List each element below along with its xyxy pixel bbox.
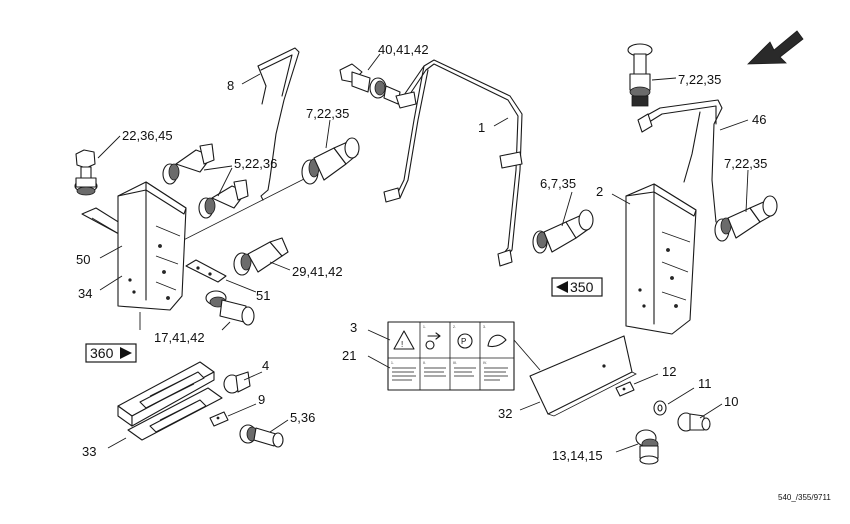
label-5-22-36: 5,22,36: [234, 156, 277, 171]
part-17-41-42-bolt: [205, 290, 255, 326]
label-10: 10: [724, 394, 738, 409]
part-29-41-42-bolt: [233, 237, 289, 276]
part-40-41-42-bolt: [339, 63, 401, 105]
label-40-41-42: 40,41,42: [378, 42, 429, 57]
decal-num-bottom-4: IV.: [483, 361, 487, 365]
part-4-knob: [223, 371, 251, 394]
label-4: 4: [262, 358, 269, 373]
label-50: 50: [76, 252, 90, 267]
part-11-washer: [653, 400, 667, 416]
label-6-7-35: 6,7,35: [540, 176, 576, 191]
label-21: 21: [342, 348, 356, 363]
label-13-14-15: 13,14,15: [552, 448, 603, 463]
label-7-22-35-right: 7,22,35: [724, 156, 767, 171]
decal-num-top-1: 1.: [423, 325, 426, 329]
label-33: 33: [82, 444, 96, 459]
part-2-right-bracket: [625, 183, 697, 335]
leader-lines: [97, 53, 749, 453]
part-13-14-15-fastener: [635, 429, 659, 465]
part-6-7-35-pin: [532, 209, 594, 254]
arrow-left-icon: [556, 281, 568, 293]
part-7-22-35-pin-right: [714, 195, 778, 242]
ref-350-text: 350: [570, 279, 594, 295]
label-2: 2: [596, 184, 603, 199]
warning-mark: !: [401, 340, 403, 349]
decal-num-top-3: 3.: [483, 325, 486, 329]
direction-arrow-icon: [747, 30, 804, 65]
label-12: 12: [662, 364, 676, 379]
decal-sheet: ! P 1. 2. 3. 1. II. III. IV.: [387, 321, 515, 391]
arrow-right-icon: [120, 347, 132, 359]
part-12-clip: [615, 381, 635, 397]
part-33-holder-frame: [117, 361, 223, 441]
part-5-22-36-bolts: [162, 143, 249, 219]
part-9-clip: [209, 411, 229, 427]
part-10-knob: [677, 412, 711, 432]
ref-box-350: 350: [551, 277, 603, 297]
part-22-36-45-bolt: [74, 149, 98, 196]
label-46: 46: [752, 112, 766, 127]
part-51-plate: [185, 259, 227, 283]
label-1: 1: [478, 120, 485, 135]
part-5-36-bolt: [239, 424, 284, 448]
label-3: 3: [350, 320, 357, 335]
part-8-wire-rod: [257, 47, 300, 201]
part-34-left-bracket: [117, 181, 187, 311]
label-11: 11: [698, 376, 712, 391]
label-51: 51: [256, 288, 270, 303]
label-5-36: 5,36: [290, 410, 315, 425]
label-29-41-42: 29,41,42: [292, 264, 343, 279]
label-34: 34: [78, 286, 92, 301]
part-7-22-35-pin-left: [301, 137, 360, 185]
leader-decal-to-panel: [513, 339, 541, 371]
label-7-22-35-top: 7,22,35: [678, 72, 721, 87]
part-1-frame-rod: [383, 59, 523, 267]
label-17-41-42: 17,41,42: [154, 330, 205, 345]
part-32-cover-panel: [529, 335, 637, 417]
decal-num-bottom-3: III.: [453, 361, 457, 365]
label-32: 32: [498, 406, 512, 421]
part-7-22-35-pin-top: [627, 43, 653, 107]
decal-num-bottom-1: 1.: [391, 361, 394, 365]
label-22-36-45: 22,36,45: [122, 128, 173, 143]
label-9: 9: [258, 392, 265, 407]
drawing-code: 540_/355/9711: [778, 493, 831, 502]
decal-num-top-2: 2.: [453, 325, 456, 329]
ref-360-text: 360: [90, 345, 114, 361]
part-46-bent-rod: [637, 99, 723, 223]
label-7-22-35-left: 7,22,35: [306, 106, 349, 121]
decal-num-bottom-2: II.: [423, 361, 426, 365]
ref-box-360: 360: [85, 343, 137, 363]
parking-mark: P: [461, 337, 466, 346]
label-8: 8: [227, 78, 234, 93]
